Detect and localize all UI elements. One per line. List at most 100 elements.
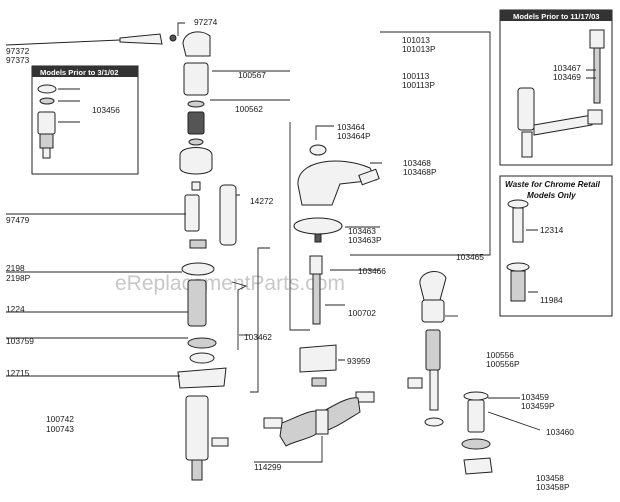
- label-100562: 100562: [235, 104, 263, 114]
- label-103460: 103460: [546, 427, 574, 437]
- label-97274: 97274: [194, 17, 218, 27]
- drain-flange-icon: [506, 262, 530, 272]
- o-ring-icon-2: [314, 233, 322, 243]
- drain-body-icon-2: [510, 270, 526, 302]
- label-103463p: 103463P: [348, 235, 382, 245]
- hose-fitting-left-icon: [263, 417, 283, 429]
- right-bonnet-icon: [421, 299, 445, 323]
- label-101013: 101013: [402, 35, 430, 45]
- drain-body-103459-icon: [467, 399, 485, 433]
- threaded-tail-icon: [191, 459, 203, 481]
- label-97479: 97479: [6, 215, 30, 225]
- label-100113p: 100113P: [402, 80, 435, 90]
- shank-100702-icon: [312, 273, 321, 325]
- hose-right-icon: [321, 397, 361, 433]
- label-103466: 103466: [358, 266, 386, 276]
- spout-valve-1224-icon: [187, 279, 207, 327]
- label-11984: 11984: [540, 295, 563, 305]
- label-100702: 100702: [348, 308, 376, 318]
- right-side-port-icon: [407, 377, 423, 389]
- shank-100742-icon: [185, 395, 209, 461]
- drain-nut-103458-icon: [463, 457, 493, 475]
- label-103463: 103463: [348, 226, 376, 236]
- watermark: eReplacementParts.com: [115, 272, 345, 295]
- label-103468p: 103468P: [403, 167, 437, 177]
- label-100113: 100113: [402, 71, 430, 81]
- side-port-icon: [211, 437, 229, 447]
- label-103464: 103464: [337, 122, 365, 132]
- box-title-prior-3-1-02: Models Prior to 3/1/02: [40, 68, 119, 77]
- label-2198: 2198: [6, 263, 25, 273]
- aerator-icon: [358, 168, 380, 186]
- spout-assembly: [293, 144, 380, 387]
- box-models-prior-11-17-03: Models Prior to 11/17/03 103467 103469: [499, 9, 613, 166]
- label-103462: 103462: [244, 332, 272, 342]
- drain-body-icon: [517, 87, 535, 131]
- right-shank-icon: [429, 369, 439, 411]
- handle-hub-icon: [182, 31, 211, 57]
- label-100743: 100743: [46, 424, 74, 434]
- pivot-nut-icon: [587, 109, 603, 125]
- gasket-103759-icon: [187, 337, 217, 349]
- spacer-icon: [189, 239, 207, 249]
- label-12715: 12715: [6, 368, 30, 378]
- box-title-prior-11-17-03: Models Prior to 11/17/03: [513, 12, 600, 21]
- label-97373: 97373: [6, 55, 30, 65]
- seal-icon: [188, 138, 204, 146]
- bonnet-nut-icon: [183, 62, 209, 96]
- label-100567: 100567: [238, 70, 266, 80]
- label-1224: 1224: [6, 304, 25, 314]
- right-lever-handle-icon: [419, 270, 447, 301]
- label-101013p: 101013P: [402, 44, 436, 54]
- label-2198p: 2198P: [6, 273, 31, 283]
- label-103469: 103469: [553, 72, 581, 82]
- label-103456: 103456: [92, 105, 120, 115]
- washer-icon: [189, 352, 215, 364]
- tailpiece-icon: [521, 131, 533, 158]
- label-103459p: 103459P: [521, 401, 555, 411]
- cap-part-icon: [37, 84, 57, 94]
- hose-assembly-114299: [263, 391, 375, 447]
- screw-part-icon: [42, 147, 51, 159]
- spout-103468-icon: [297, 160, 377, 206]
- box-title-waste-line2: Models Only: [527, 191, 576, 200]
- pop-up-cap-icon: [507, 199, 529, 209]
- left-handle-assembly: [119, 31, 248, 481]
- cartridge-part-icon: [37, 111, 56, 135]
- right-valve-body-icon: [425, 329, 441, 371]
- label-103467: 103467: [553, 63, 581, 73]
- pop-up-stem-icon: [512, 207, 524, 243]
- label-103759: 103759: [6, 336, 34, 346]
- escutcheon-2198-icon: [181, 262, 215, 276]
- label-100742: 100742: [46, 414, 74, 424]
- hex-key-103462-icon: [231, 281, 248, 350]
- label-100556p: 100556P: [486, 359, 520, 369]
- label-14272: 14272: [250, 196, 274, 206]
- mounting-plate-icon: [177, 367, 227, 389]
- screw-part-icon-2: [169, 34, 177, 42]
- label-97372: 97372: [6, 46, 30, 56]
- label-114299: 114299: [254, 462, 282, 472]
- box-waste-chrome: Waste for Chrome Retail Models Only 1231…: [499, 175, 613, 317]
- cartridge-stem-icon: [39, 133, 54, 149]
- popup-drain-assembly: [461, 391, 493, 475]
- lever-handle-icon: [119, 33, 163, 45]
- lift-rod-103466-icon: [309, 255, 323, 275]
- label-100556: 100556: [486, 350, 514, 360]
- bracket-93959-icon: [299, 344, 337, 373]
- right-handle-assembly: [407, 270, 447, 427]
- aerator-cap-icon: [309, 144, 327, 156]
- escutcheon-cap-icon: [179, 147, 213, 175]
- box-models-prior-3-1-02: Models Prior to 3/1/02 103456: [31, 65, 139, 175]
- right-nut-icon: [424, 417, 444, 427]
- nut-icon: [311, 377, 327, 387]
- box-title-waste-line1: Waste for Chrome Retail: [505, 180, 601, 189]
- drain-gasket-icon: [461, 438, 491, 450]
- pivot-rod-icon: [533, 114, 593, 136]
- hose-fitting-right-icon: [355, 391, 375, 403]
- base-plate-103463-icon: [293, 217, 343, 235]
- label-103458: 103458: [536, 473, 564, 483]
- cartridge-icon: [187, 111, 205, 135]
- lift-rod-icon: [593, 47, 601, 104]
